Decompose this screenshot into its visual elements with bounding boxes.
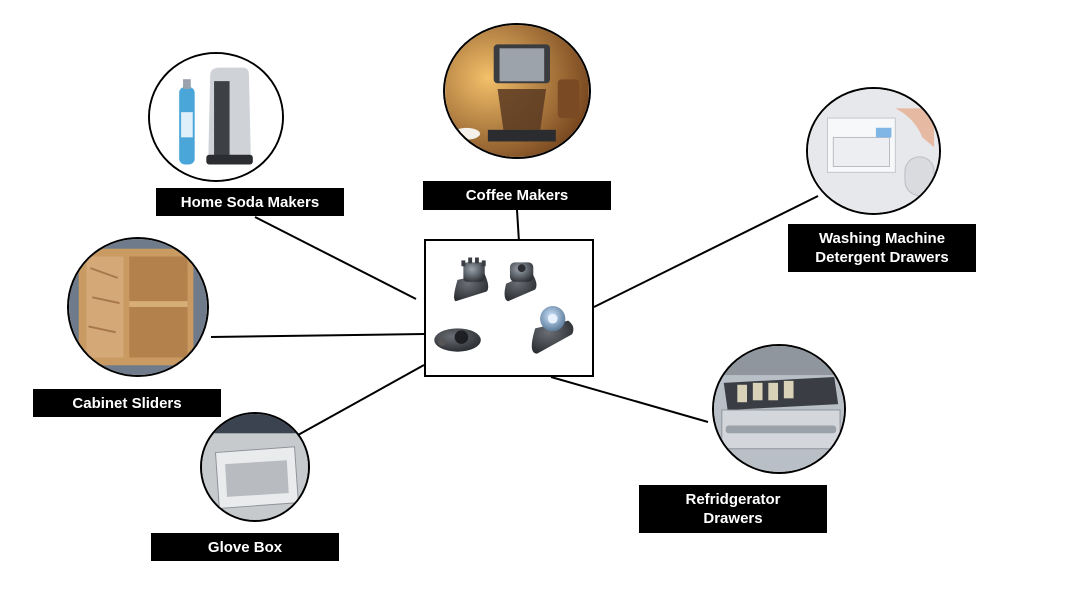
connector-coffee bbox=[516, 209, 520, 243]
label-line: Glove Box bbox=[207, 538, 283, 556]
damper-parts-image bbox=[434, 257, 574, 354]
label-line-1: Refridgerator bbox=[685, 491, 781, 508]
hub-rotary-dampers bbox=[424, 239, 594, 377]
cabinet-slider-image bbox=[67, 237, 209, 377]
connector-washer bbox=[593, 195, 819, 308]
label-line-2: Detergent Drawers bbox=[815, 249, 949, 266]
washing-machine-drawer-image bbox=[806, 87, 941, 215]
label-line: Home Soda Makers bbox=[180, 193, 320, 211]
connector-soda bbox=[254, 216, 417, 300]
damper-part-1 bbox=[454, 257, 489, 302]
connector-fridge bbox=[550, 376, 709, 423]
label-coffee-makers: Coffee Makers bbox=[423, 181, 611, 210]
label-cabinet-sliders: Cabinet Sliders bbox=[33, 389, 221, 417]
connector-glovebox bbox=[297, 364, 425, 436]
label-washing-machine-detergent-drawers: Washing Machine Detergent Drawers bbox=[788, 224, 976, 272]
glove-box-image bbox=[200, 412, 310, 522]
damper-part-4 bbox=[531, 306, 574, 354]
label-glove-box: Glove Box bbox=[151, 533, 339, 561]
coffee-maker-image bbox=[443, 23, 591, 159]
label-refridgerator-drawers: Refridgerator Drawers bbox=[639, 485, 827, 533]
label-line-1: Washing Machine bbox=[818, 230, 946, 247]
label-home-soda-makers: Home Soda Makers bbox=[156, 188, 344, 216]
label-line: Coffee Makers bbox=[465, 187, 569, 204]
label-line: Cabinet Sliders bbox=[72, 394, 182, 412]
soda-maker-image bbox=[148, 52, 284, 182]
damper-part-2 bbox=[504, 262, 537, 302]
label-line-2: Drawers bbox=[703, 510, 763, 527]
damper-part-3 bbox=[434, 328, 481, 352]
connector-cabinet bbox=[210, 333, 425, 338]
refrigerator-drawer-image bbox=[712, 344, 846, 474]
